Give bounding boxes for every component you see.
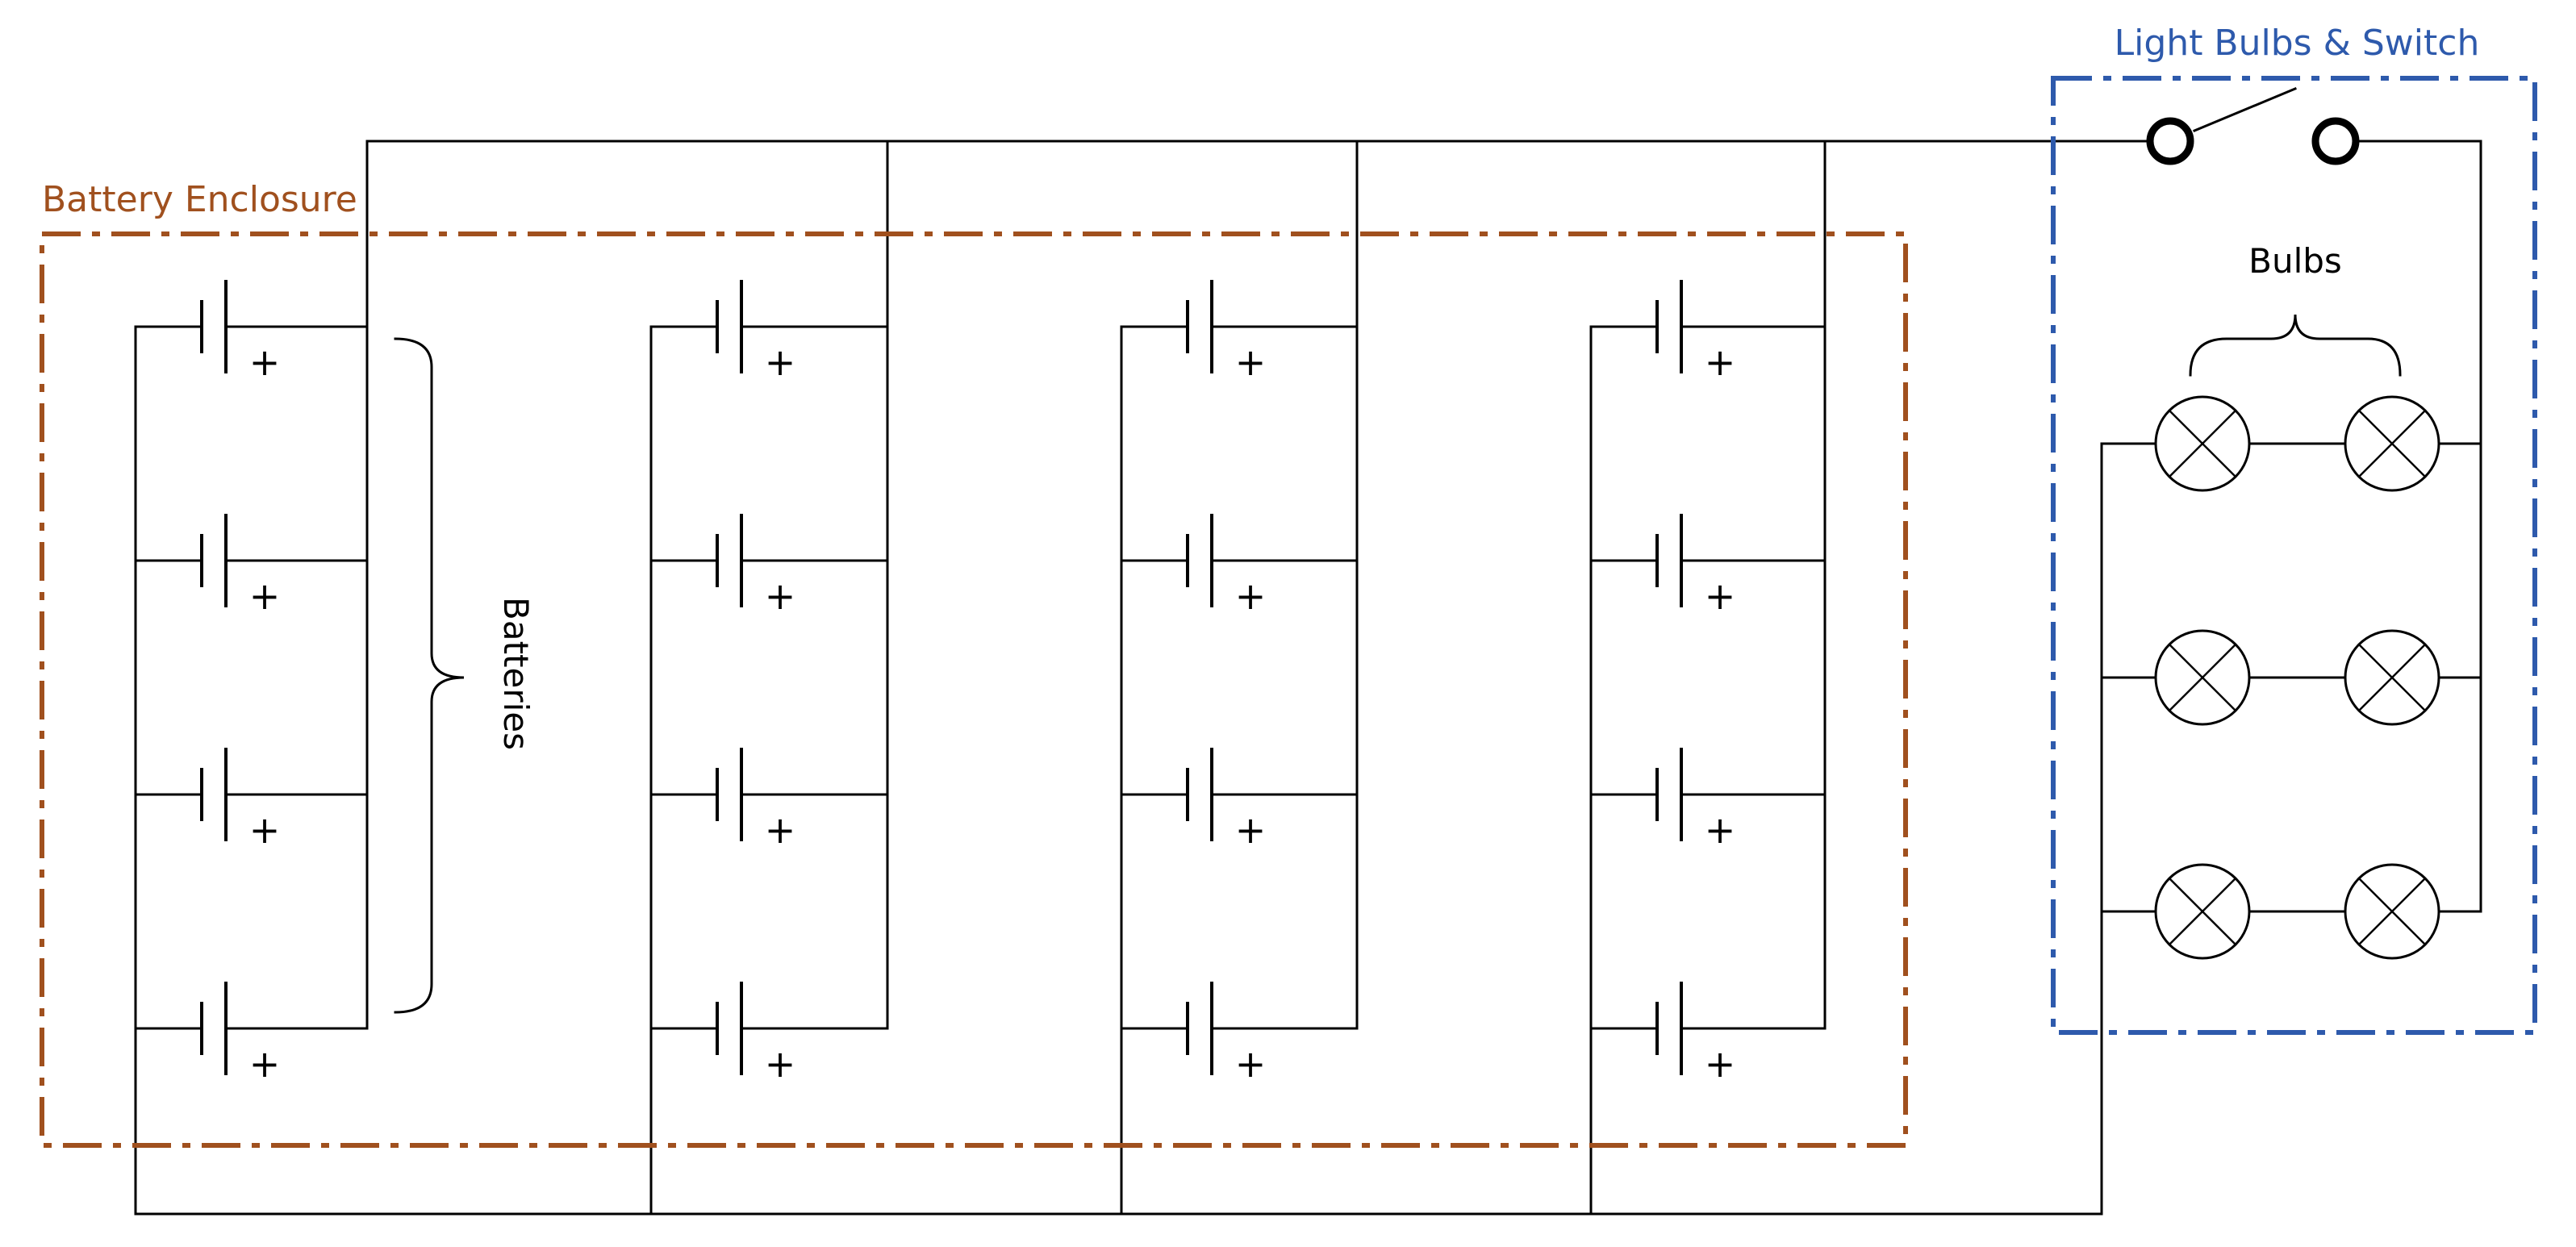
bulb-filament [2169,410,2236,478]
battery-plus-sign: + [249,1042,281,1086]
battery-cell: + [1589,748,1827,852]
battery-cell: + [134,280,369,384]
light-bulb [2344,395,2440,492]
batteries-label: Batteries [496,597,536,750]
light-bulb [2154,395,2251,492]
battery-cell: + [649,280,889,384]
battery-plus-sign: + [1705,1042,1736,1086]
battery-cell: + [134,514,369,618]
light-bulb [2344,629,2440,726]
bulb-filament [2169,878,2236,945]
battery-enclosure-frame [40,231,1908,1148]
bulbs-array [2100,395,2482,960]
battery-string: + + + + [1589,140,1827,1216]
battery-plus-sign: + [1235,340,1267,384]
batteries-brace [394,337,465,1014]
battery-cell: + [649,748,889,852]
switch[interactable] [2146,87,2360,165]
battery-cell: + [649,982,889,1086]
battery-plus-sign: + [765,340,796,384]
battery-plus-sign: + [1235,808,1267,852]
battery-cell: + [1589,514,1827,618]
battery-strings: + + + + + + + + + + + + + + + + [134,140,1827,1216]
switch-right-terminal [2311,117,2360,165]
battery-plus-sign: + [1705,340,1736,384]
battery-cell: + [1589,982,1827,1086]
battery-plus-sign: + [765,808,796,852]
bulb-row [2100,863,2482,960]
battery-plus-sign: + [765,574,796,618]
battery-plus-sign: + [249,340,281,384]
battery-string: + + + + [1120,140,1359,1216]
bulbs-label: Bulbs [2248,241,2342,281]
battery-string: + + + + [649,140,889,1216]
battery-cell: + [1120,982,1359,1086]
switch-blade [2193,87,2297,132]
battery-cell: + [1589,280,1827,384]
bulb-filament [2169,644,2236,711]
bulb-filament [2358,644,2426,711]
bulbs-switch-label: Light Bulbs & Switch [2115,23,2480,64]
battery-plus-sign: + [1235,1042,1267,1086]
light-bulb [2154,863,2251,960]
battery-plus-sign: + [1705,574,1736,618]
battery-plus-sign: + [249,808,281,852]
bulb-row [2100,629,2482,726]
battery-string: + + + + [134,140,369,1216]
battery-cell: + [1120,748,1359,852]
light-bulb [2344,863,2440,960]
battery-plus-sign: + [1235,574,1267,618]
battery-cell: + [134,748,369,852]
light-bulb [2154,629,2251,726]
battery-cell: + [134,982,369,1086]
switch-left-terminal [2146,117,2194,165]
bulbs-switch-frame [2051,76,2537,1035]
battery-enclosure-label: Battery Enclosure [42,179,357,220]
battery-cell: + [649,514,889,618]
bulb-filament [2358,410,2426,478]
battery-plus-sign: + [1705,808,1736,852]
bulbs-brace [2189,314,2402,377]
battery-plus-sign: + [249,574,281,618]
battery-cell: + [1120,514,1359,618]
bulb-row [2100,395,2482,492]
battery-cell: + [1120,280,1359,384]
battery-plus-sign: + [765,1042,796,1086]
bulb-filament [2358,878,2426,945]
